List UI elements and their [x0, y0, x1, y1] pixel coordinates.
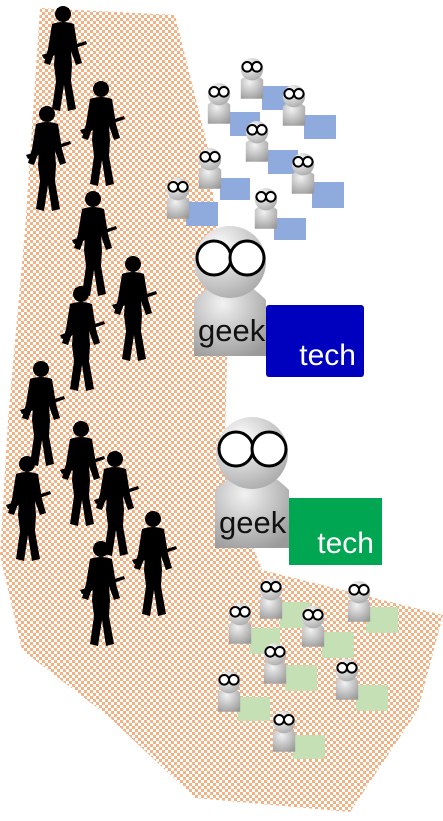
dotted-region: [0, 8, 443, 812]
tech-box-blue: tech: [266, 305, 364, 377]
geek-figure-icon: [334, 657, 360, 701]
geek-figure-icon: [271, 709, 297, 753]
tech-label: tech: [299, 339, 356, 372]
geek-group-green: [216, 576, 398, 759]
geek-figure-icon: [227, 601, 253, 645]
tech-box-green: tech: [289, 498, 382, 565]
geek-label: geek: [198, 313, 266, 348]
geek-figure-icon: [244, 119, 270, 163]
geek-figure-icon: [253, 186, 279, 230]
tech-label: tech: [317, 527, 374, 560]
geek-figure-icon: [197, 146, 223, 190]
geek-figure-icon: [206, 81, 232, 125]
geek-figure-icon: [216, 669, 242, 713]
geek-figure-icon: [165, 176, 191, 220]
geek-label: geek: [219, 505, 287, 540]
geek-figure-icon: [300, 604, 326, 648]
geek-figure-icon: [258, 576, 284, 620]
geek-figure-icon: [194, 226, 266, 356]
geek-figure-icon: [239, 56, 265, 100]
geek-figure-icon: [281, 83, 307, 127]
geek-figure-icon: [215, 417, 289, 548]
geek-figure-icon: [290, 151, 316, 195]
geek-figure-icon: [346, 579, 372, 623]
geek-figure-icon: [262, 641, 288, 685]
geek-group-blue: [165, 56, 344, 240]
